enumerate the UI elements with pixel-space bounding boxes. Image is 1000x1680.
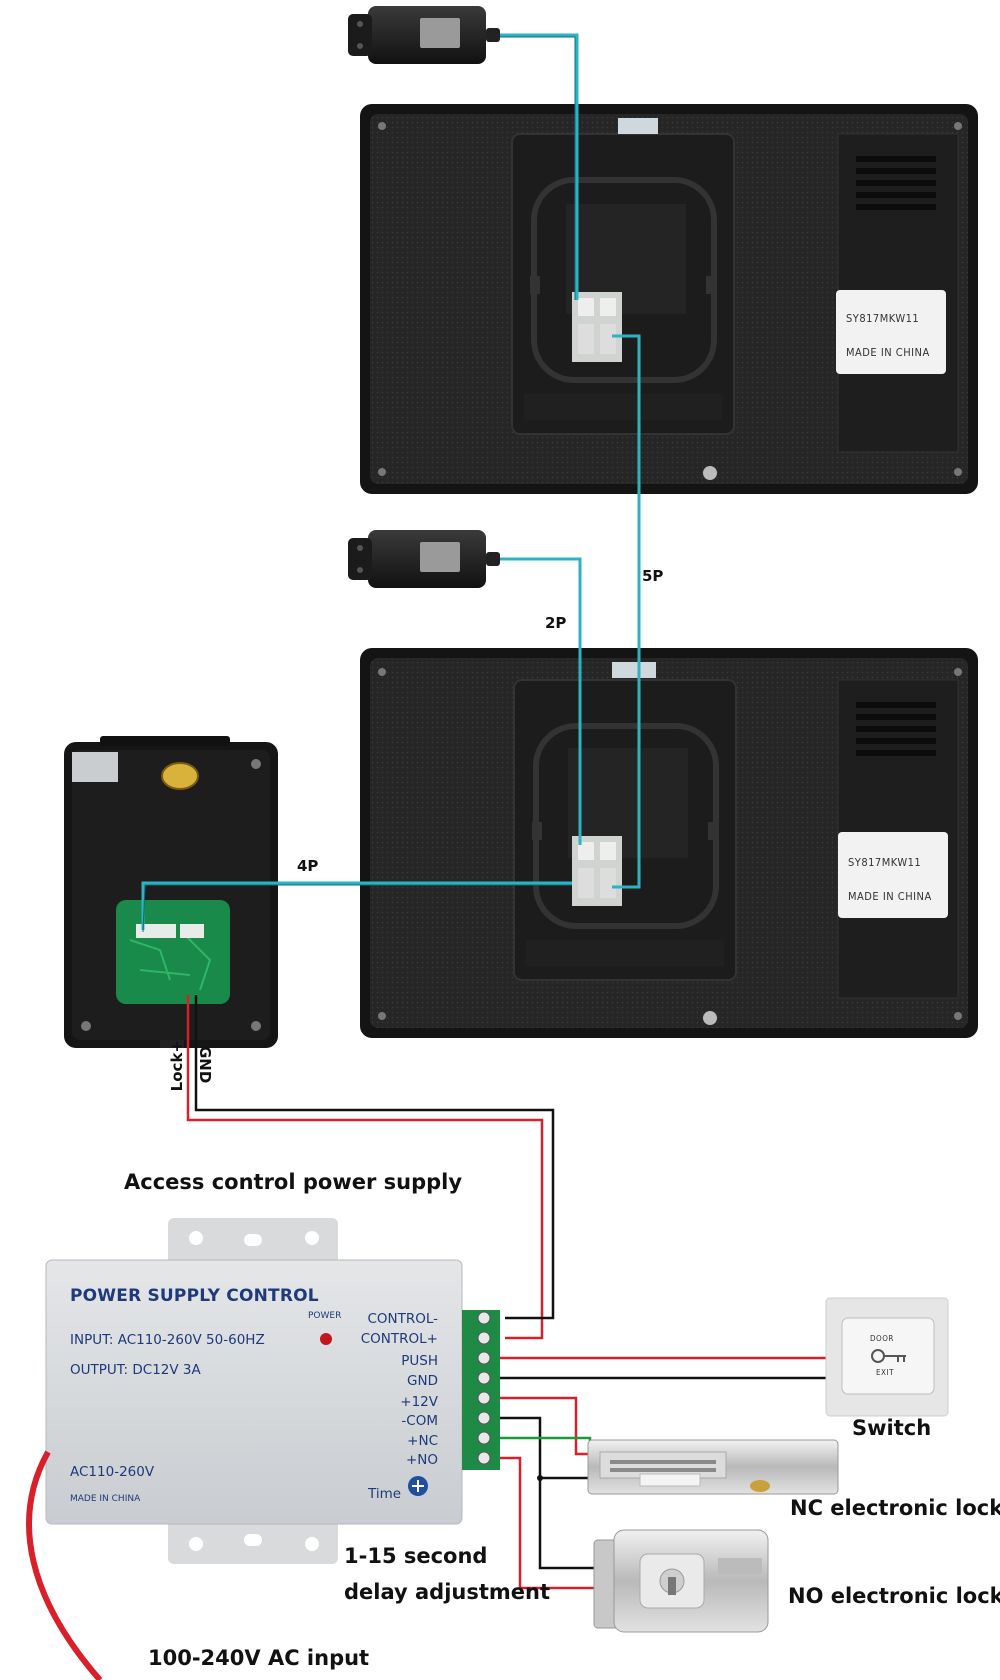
nc-lock-label: NC electronic lock [790,1496,1000,1520]
wire-4p [141,881,572,930]
exit-button-top-text: DOOR [870,1334,894,1343]
terminal-label-com: -COM [401,1413,438,1429]
wire-label-gnd: GND [196,1046,214,1084]
delay-label-line1: 1-15 second [344,1544,488,1568]
monitor-top-model-tag: SY817MKW11 [846,312,920,325]
delay-label-line2: delay adjustment [344,1580,551,1604]
power-supply-box [45,1218,500,1564]
ac-input-wire [26,1450,103,1680]
no-lock-label: NO electronic lock [788,1584,1000,1608]
power-adapter-top [348,6,500,64]
power-supply-made-in: MADE IN CHINA [70,1494,141,1504]
wire-label-4p: 4P [297,857,319,875]
power-adapter-middle [348,530,500,588]
exit-switch [825,1297,949,1417]
monitor-bottom-origin-tag: MADE IN CHINA [848,890,932,903]
power-supply-ac-range: AC110-260V [70,1464,155,1480]
power-supply-title: POWER SUPPLY CONTROL [70,1286,319,1306]
terminal-label-push: PUSH [401,1353,438,1369]
nc-magnetic-lock [587,1439,839,1495]
lock-wires [186,995,555,1340]
no-electric-lock [593,1529,769,1633]
wire-label-5p: 5P [642,567,664,585]
monitor-top-origin-tag: MADE IN CHINA [846,346,930,359]
power-supply-output: OUTPUT: DC12V 3A [70,1362,201,1378]
ac-input-label: 100-240V AC input [148,1646,370,1670]
terminal-label-control-plus: CONTROL+ [360,1331,438,1347]
wire-2p-bottom [500,557,582,845]
terminal-label-control-minus: CONTROL- [367,1311,438,1327]
terminal-label-no: +NO [405,1452,438,1468]
cyan-wires [141,33,641,930]
switch-label: Switch [852,1416,932,1440]
terminal-label-nc: +NC [407,1433,438,1449]
power-supply-input: INPUT: AC110-260V 50-60HZ [70,1332,265,1348]
power-supply-heading: Access control power supply [124,1170,463,1194]
outdoor-camera-unit [64,736,278,1048]
wire-label-2p: 2P [545,614,567,632]
terminal-label-gnd: GND [407,1373,438,1389]
monitor-bottom-model-tag: SY817MKW11 [848,856,922,869]
time-label: Time [368,1486,402,1502]
wire-label-lock-plus: Lock+ [168,1040,186,1092]
wire-5p [612,334,641,889]
indoor-monitor-top [360,104,978,494]
wire-2p-top [500,33,579,300]
power-led-label: POWER [308,1311,342,1321]
terminal-label-12v: +12V [400,1394,438,1410]
exit-button-bottom-text: EXIT [876,1368,894,1377]
indoor-monitor-bottom [360,648,978,1038]
